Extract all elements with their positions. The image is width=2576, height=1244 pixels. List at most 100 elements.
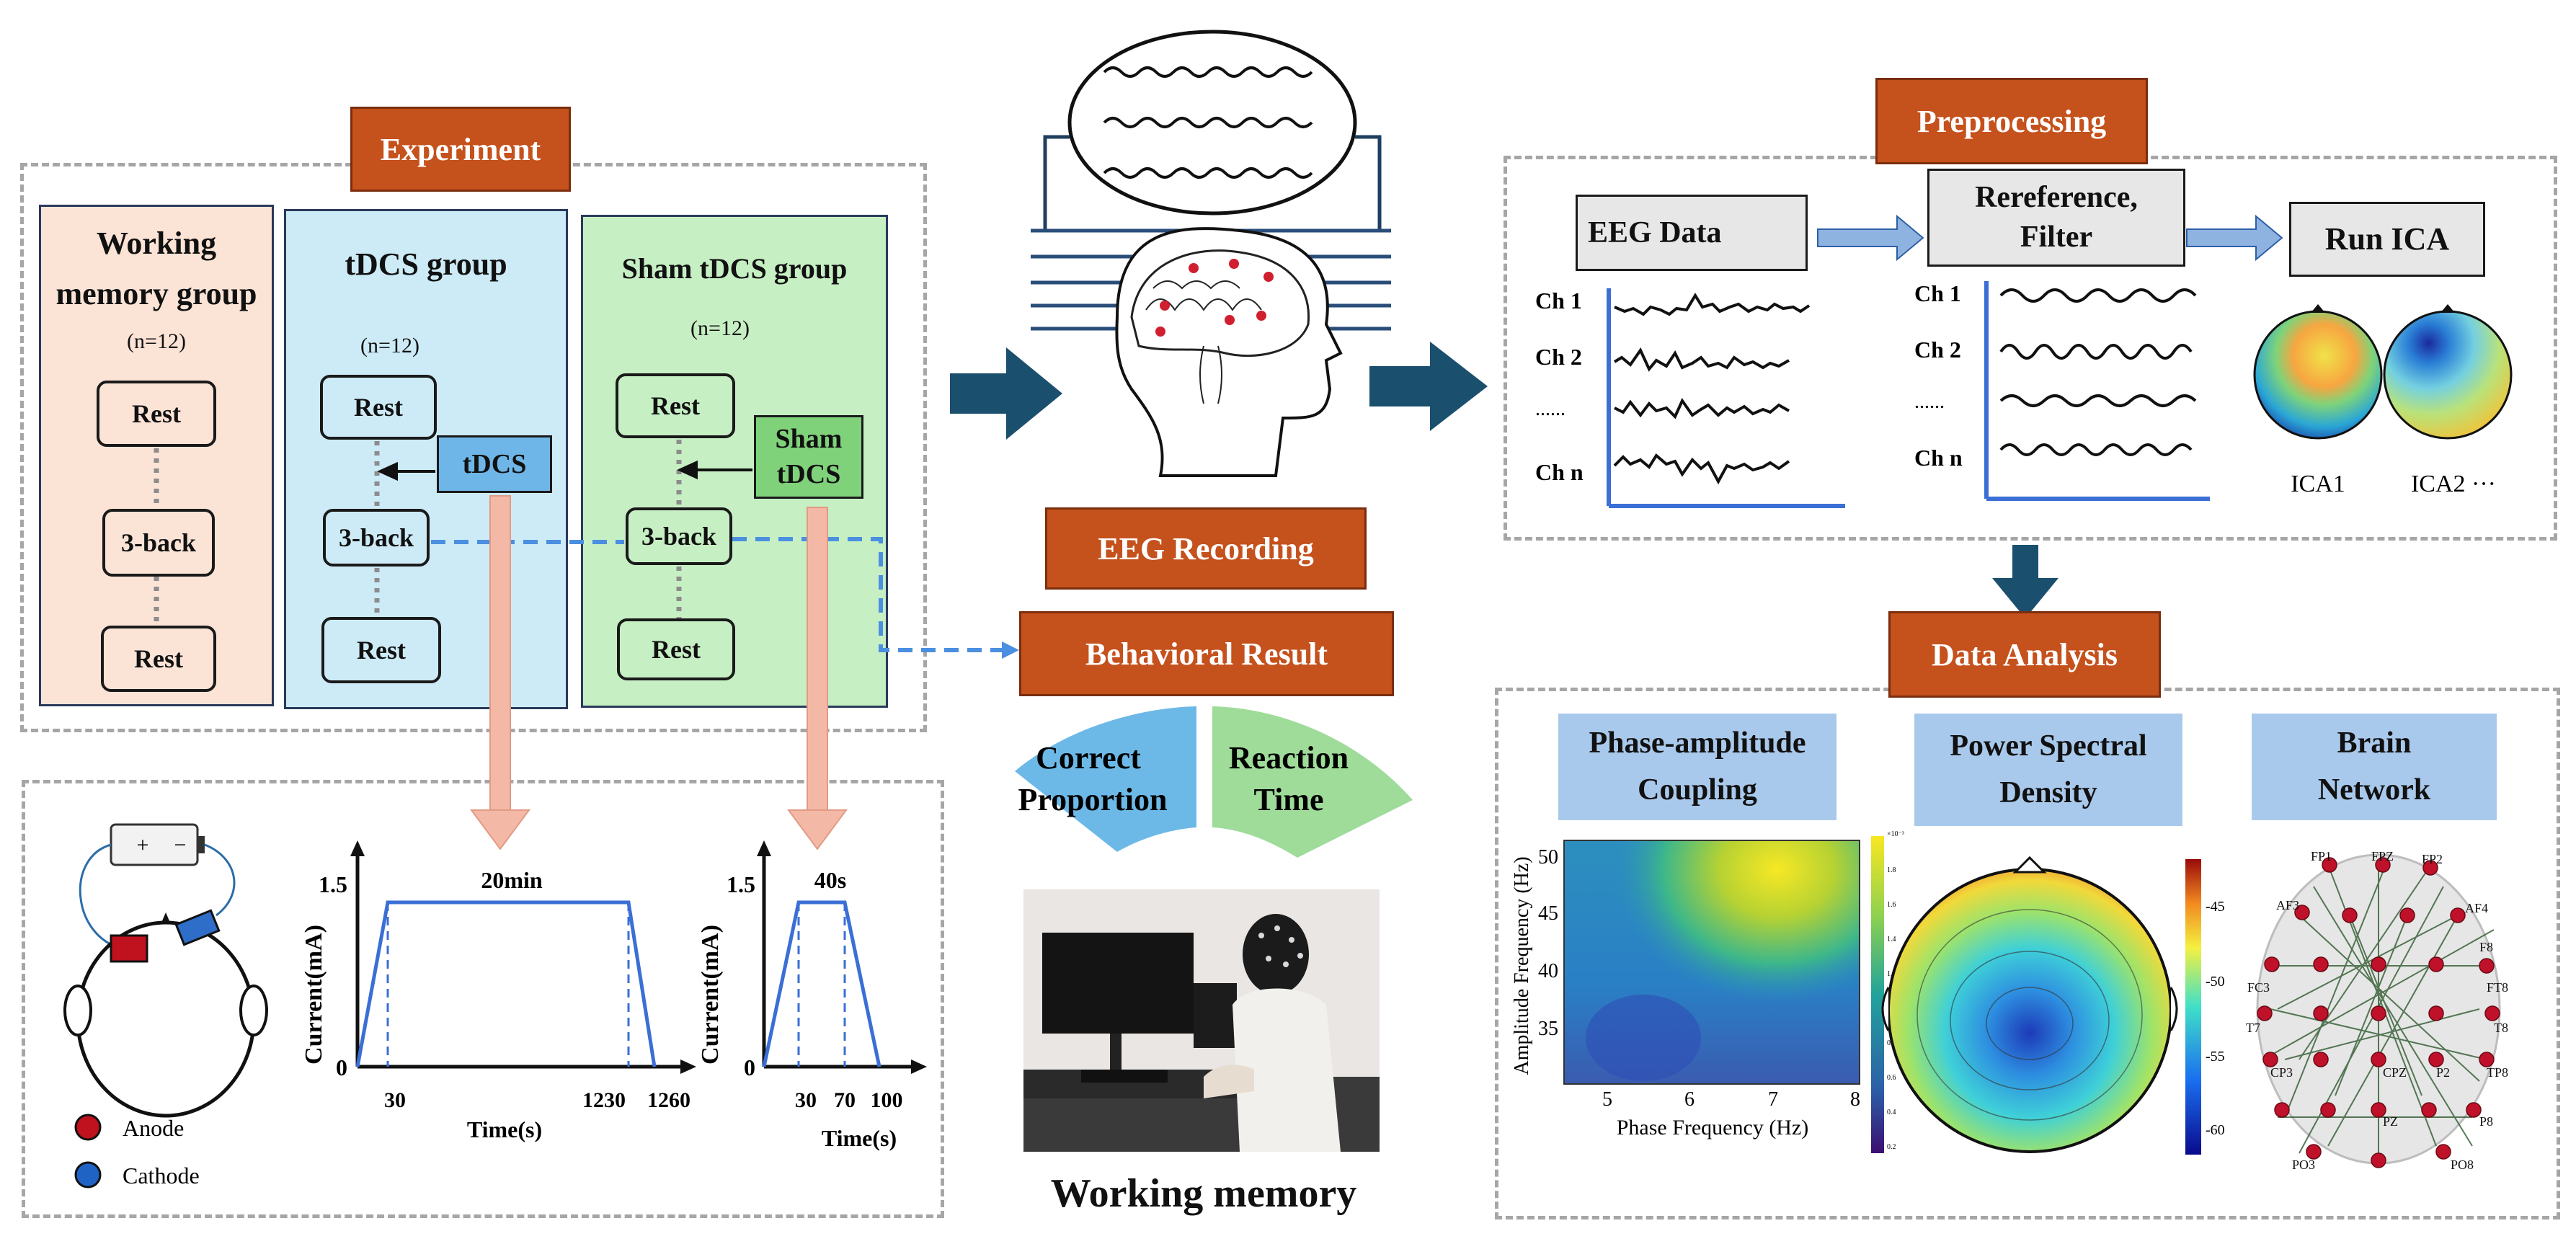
electrode-label: FC3 — [2247, 980, 2270, 995]
filtered-trace-3 — [1999, 394, 2197, 407]
legend-anode: Anode — [123, 1115, 184, 1141]
plot1-xtick-1260: 1260 — [647, 1088, 690, 1112]
psd-cbar-tick: -60 — [2206, 1122, 2225, 1138]
plot1-xtick-1230: 1230 — [582, 1088, 626, 1112]
raw-channel-n: Ch n — [1535, 459, 1584, 485]
plot1-xlabel: Time(s) — [467, 1116, 542, 1142]
electrode-label: FPZ — [2371, 849, 2394, 863]
eeg-data-box: EEG Data — [1576, 195, 1808, 271]
electrode-label: PO3 — [2292, 1158, 2315, 1172]
plot1-ylabel: Current(mA) — [301, 925, 327, 1065]
plot2-ytick-max: 1.5 — [727, 871, 755, 897]
pac-ytick-35: 35 — [1538, 1018, 1558, 1040]
filtered-eeg-traces: Ch 1 Ch 2 ...... Ch n — [1914, 280, 2210, 501]
brain-network-graph: FP1 FPZ FP2 AF3 AF4 F8 FC3 FT8 T7 T8 CP3… — [2246, 849, 2508, 1172]
filtered-trace-2 — [1999, 344, 2193, 360]
raw-channel-dots: ...... — [1535, 398, 1565, 420]
plot2-xlabel: Time(s) — [822, 1125, 897, 1151]
electrode-label: CPZ — [2383, 1065, 2407, 1080]
filtered-trace-1 — [1999, 288, 2197, 303]
tdcs-rest-step: Rest — [320, 375, 437, 440]
tdcs-group-n: (n=12) — [360, 334, 419, 357]
pac-cbar-tick: 1.2 — [1887, 970, 1896, 978]
raw-trace-2 — [1613, 347, 1790, 372]
run-ica-box: Run ICA — [2289, 202, 2485, 277]
raw-channel-2: Ch 2 — [1535, 344, 1582, 370]
legend-cathode: Cathode — [123, 1163, 200, 1189]
plot2-ylabel: Current(mA) — [697, 925, 724, 1065]
behavior-fan-chart: Correct Proportion Reaction Time — [1015, 706, 1413, 858]
sham-tdcs-group-n: (n=12) — [690, 316, 750, 340]
battery-plus-label: + — [137, 833, 149, 857]
raw-eeg-traces: Ch 1 Ch 2 ...... Ch n — [1535, 288, 1845, 508]
filtered-trace-4 — [1999, 443, 2193, 456]
electrode-label: FT8 — [2487, 980, 2508, 995]
psd-cbar-tick: -50 — [2206, 974, 2225, 990]
pac-xtick-8: 8 — [1850, 1088, 1860, 1111]
pac-xtick-5: 5 — [1602, 1088, 1612, 1111]
pac-xtick-6: 6 — [1684, 1088, 1695, 1111]
pac-cbar-tick: 0.4 — [1887, 1109, 1896, 1116]
brain-network-method-label: Brain Network — [2252, 714, 2497, 820]
reaction-time-label-1: Reaction — [1229, 740, 1349, 776]
pac-heatmap: Amplitude Frequency (Hz) 50 45 40 35 5 6… — [1511, 830, 1904, 1153]
electrode-label: P8 — [2479, 1114, 2493, 1129]
electrode-label: AF4 — [2465, 901, 2488, 915]
filtered-channel-dots: ...... — [1914, 391, 1945, 413]
plot1-xtick-30: 30 — [384, 1088, 406, 1112]
electrode-label: FP2 — [2422, 852, 2443, 866]
electrode-label: P2 — [2436, 1065, 2450, 1080]
pac-cbar-exp: ×10⁻³ — [1887, 830, 1904, 838]
psd-method-label: Power Spectral Density — [1914, 714, 2182, 826]
working-memory-group-n: (n=12) — [127, 329, 186, 353]
electrode-label: F8 — [2479, 940, 2493, 954]
ica1-label: ICA1 — [2291, 471, 2345, 497]
plot1-ytick-zero: 0 — [336, 1054, 347, 1080]
filtered-channel-1: Ch 1 — [1914, 280, 1961, 306]
raw-trace-4 — [1613, 453, 1790, 485]
filtered-channel-n: Ch n — [1914, 445, 1963, 471]
wm-3back-step: 3-back — [102, 509, 215, 577]
pac-method-label: Phase-amplitude Coupling — [1558, 714, 1836, 820]
tdcs-stim-box: tDCS — [437, 435, 552, 493]
tdcs-rest-step: Rest — [321, 617, 441, 683]
plot2-duration: 40s — [814, 867, 846, 893]
tdcs-3back-step: 3-back — [323, 509, 430, 567]
pac-cbar-tick: 1.4 — [1887, 936, 1896, 943]
pac-xtick-7: 7 — [1768, 1088, 1778, 1111]
sham-stim-box: Sham tDCS — [754, 415, 863, 499]
data-analysis-title: Data Analysis — [1888, 611, 2161, 698]
ica2-label: ICA2 ··· — [2411, 471, 2496, 497]
pac-cbar-tick: 1.8 — [1887, 866, 1896, 874]
sham-3back-step: 3-back — [626, 507, 732, 565]
raw-trace-3 — [1614, 397, 1790, 419]
pac-xlabel: Phase Frequency (Hz) — [1617, 1116, 1809, 1139]
preprocessing-title: Preprocessing — [1875, 78, 2148, 164]
rereference-filter-box: Rereference, Filter — [1927, 169, 2185, 267]
electrode-label: PZ — [2383, 1114, 2398, 1129]
psd-cbar-tick: -55 — [2206, 1049, 2225, 1065]
plot1-waveform — [355, 900, 657, 1067]
battery-minus-label: − — [174, 833, 187, 857]
working-memory-photo — [1023, 889, 1380, 1152]
sham-tdcs-group-title: Sham tDCS group — [621, 252, 848, 285]
electrode-head-diagram: + − Anode Cathode — [63, 823, 268, 1189]
behavioral-result-label: Behavioral Result — [1019, 611, 1394, 696]
psd-topomap: -45 -50 -55 -60 — [1881, 856, 2225, 1155]
electrode-label: AF3 — [2276, 898, 2299, 912]
plot2-xtick-70: 70 — [834, 1088, 856, 1112]
filtered-channel-2: Ch 2 — [1914, 337, 1961, 363]
electrode-label: CP3 — [2270, 1065, 2293, 1080]
wm-rest-step: Rest — [97, 381, 216, 447]
experiment-title: Experiment — [350, 107, 571, 192]
electrode-label: FP1 — [2311, 849, 2332, 863]
reaction-time-label-2: Time — [1254, 782, 1324, 817]
sham-rest-step: Rest — [616, 373, 735, 438]
correct-proportion-label-1: Correct — [1036, 740, 1141, 776]
electrode-label: TP8 — [2487, 1065, 2508, 1080]
psd-cbar-tick: -45 — [2206, 899, 2225, 915]
eeg-recording-label: EEG Recording — [1045, 507, 1367, 590]
pac-cbar-tick: 0.6 — [1887, 1074, 1896, 1082]
current-plot-sham: Current(mA) 1.5 0 40s 30 70 100 Time(s) — [697, 840, 927, 1151]
